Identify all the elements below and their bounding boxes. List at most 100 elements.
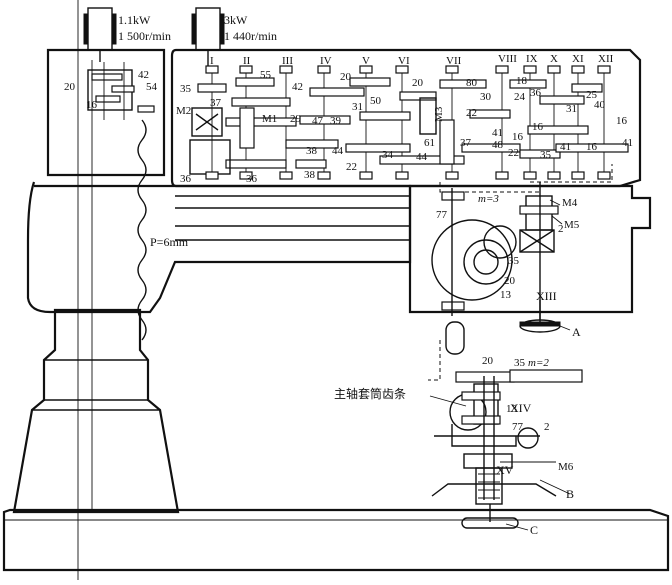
gear-number: 37 [460,137,472,149]
sleeve-assembly [431,369,583,505]
gear-number: 55 [260,69,272,81]
gear-number: 31 [566,103,577,115]
clutch-label: M2 [176,105,191,117]
lead-screw [137,119,147,341]
gear-number: 31 [352,101,363,113]
clutch-label: M1 [262,113,277,125]
spindle-sleeve-rack-label: 主轴套筒齿条 [334,386,406,401]
gear-number: 16 [86,99,98,111]
shaft-label: VI [398,55,410,67]
feed-gear-numbers: 77 35 20 13 2 [436,209,564,301]
gear-number: 18 [516,75,528,87]
bearing [239,171,253,180]
gear-number: 2 [558,223,564,235]
gear-number: 2 [544,421,550,433]
bearing [571,171,585,180]
main-motor-power: 3kW [224,13,248,27]
shaft-label: XII [598,53,614,65]
bearing [279,65,293,74]
bearing [445,65,459,74]
gear-number: 47 [312,115,324,127]
gear-number: 20 [504,275,516,287]
gear-number: 61 [424,137,435,149]
bearing [495,171,509,180]
gear-number: 16 [586,141,598,153]
shaft-label: X [550,53,558,65]
bearing [523,171,537,180]
gear-number: 42 [292,81,303,93]
handwheel-a [519,300,561,333]
bearing [205,171,219,180]
gear-number: 38 [304,169,316,181]
main-motor-speed: 1 440r/min [224,29,277,43]
gear-number: 20 [482,355,494,367]
bearing [597,65,611,74]
radial-arm [26,181,412,314]
shaft-labels: I II III IV V VI VII VIII IX X XI XII XI… [210,53,614,477]
shaft-label: XI [572,53,584,65]
gear-number: 54 [146,81,158,93]
shaft-label: IV [320,55,332,67]
gear-number: 16 [512,131,524,143]
shaft-label: XIII [536,289,557,303]
bearing [359,65,373,74]
gear-number: 20 [340,71,352,83]
gear-number: 77 [512,421,524,433]
spindle-head [408,182,652,355]
shaft-label: VII [446,55,462,67]
gear-number: 50 [370,95,382,107]
gear-number: 36 [530,87,542,99]
pitch-label: P=6mm [150,235,189,249]
column-motor-speed: 1 500r/min [118,29,171,43]
gear-number: 35 [508,255,520,267]
gear-number: 77 [436,209,448,221]
shaft-label: I [210,55,214,67]
bearing [395,65,409,74]
leader-lines [429,199,571,531]
gearbox-gears [197,77,629,169]
gear-number: 40 [594,99,606,111]
bearing [395,171,409,180]
handwheel-c-label: C [530,523,538,537]
column-motor [83,7,117,62]
gear-number: 41 [560,141,571,153]
gear-number: 30 [480,91,492,103]
shaft-label: XIV [510,401,532,415]
column-motor-power: 1.1kW [118,13,151,27]
bearing [571,65,585,74]
motor-labels: 1.1kW 1 500r/min 3kW 1 440r/min [118,13,277,43]
gear-number: 35 [180,83,192,95]
gear-number: 34 [382,149,394,161]
gear-number: 35 [514,357,526,369]
gear-number: 48 [492,139,504,151]
gear-number: 39 [330,115,342,127]
gear-number: 38 [306,145,318,157]
bearing [495,65,509,74]
shaft-label: IX [526,53,538,65]
gear-number: 44 [416,151,428,163]
clutch-label: M3 [433,106,445,122]
gear-number: 80 [466,77,478,89]
bearing [317,171,331,180]
gear-number: 22 [346,161,357,173]
bearings [205,65,611,180]
shaft-label: II [243,55,251,67]
gear-number: 20 [64,81,76,93]
bearing [205,65,219,74]
shaft-label: V [362,55,370,67]
module-lower: m=2 [528,357,549,369]
misc-labels: m=3 m=2 P=6mm A B C 主轴套筒齿条 [150,193,581,537]
gear-number: 29 [290,113,302,125]
column-gear-numbers: 20 42 16 54 [64,69,158,111]
bearing [547,171,561,180]
clutch-label: M6 [558,461,574,473]
gear-number: 13 [506,403,518,415]
gear-number: 16 [616,115,628,127]
clutch-label: M5 [564,219,580,231]
handwheel-b-label: B [566,487,574,501]
column [12,0,180,580]
bearing [523,65,537,74]
gear-number: 13 [500,289,512,301]
shaft-label: III [282,55,293,67]
